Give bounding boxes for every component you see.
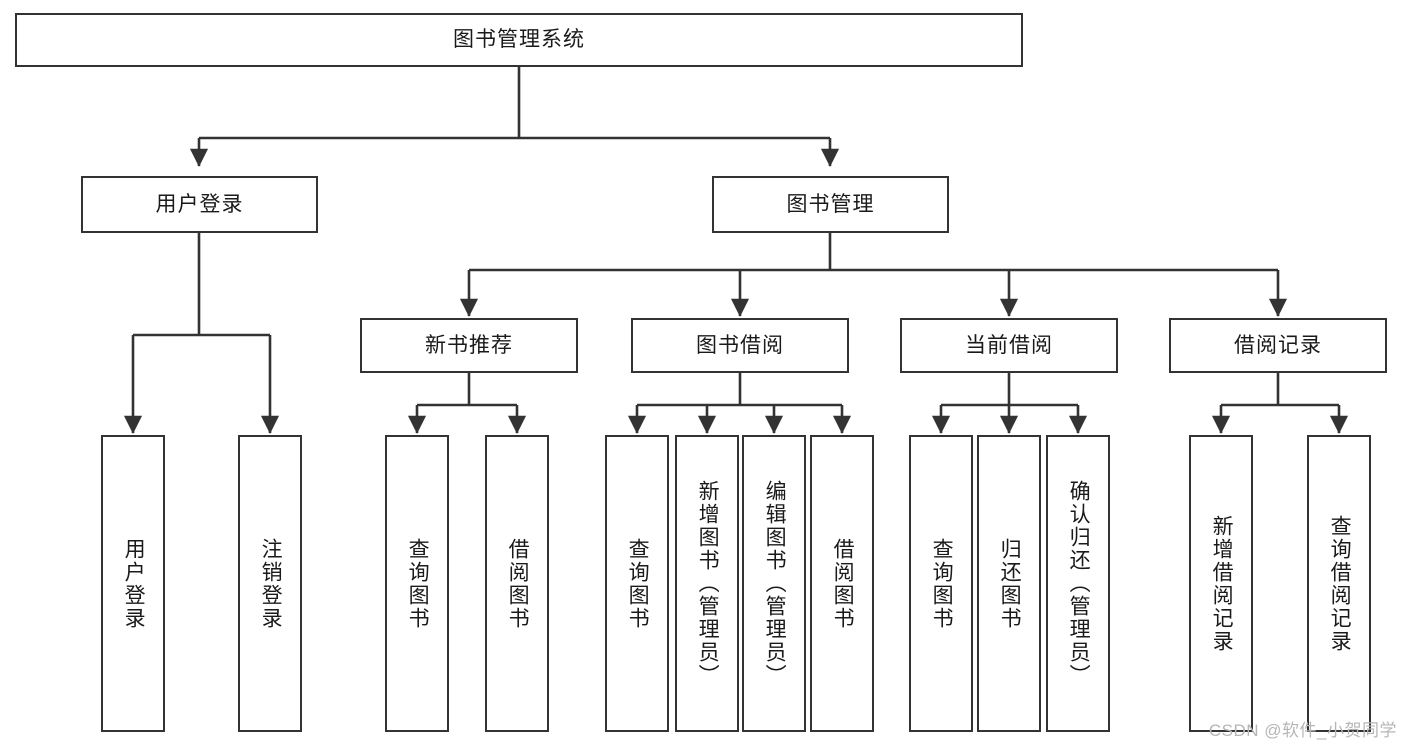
node-label: 用户登录 <box>122 537 146 630</box>
node-label: 图书管理系统 <box>453 28 585 52</box>
leaf-current-confirm-return-admin[interactable]: 确认归还（管理员） <box>1046 435 1110 732</box>
node-label: 注销登录 <box>259 537 283 630</box>
leaf-current-return-book[interactable]: 归还图书 <box>977 435 1041 732</box>
node-label: 查询图书 <box>406 537 430 630</box>
leaf-borrow-add-book-admin[interactable]: 新增图书（管理员） <box>675 435 739 732</box>
node-root-library-system[interactable]: 图书管理系统 <box>15 13 1023 67</box>
leaf-user-login-logout[interactable]: 注销登录 <box>238 435 302 732</box>
leaf-user-login-login[interactable]: 用户登录 <box>101 435 165 732</box>
node-book-management[interactable]: 图书管理 <box>712 176 949 233</box>
leaf-new-book-query-book[interactable]: 查询图书 <box>385 435 449 732</box>
node-label: 借阅图书 <box>506 537 530 630</box>
leaf-borrow-borrow-book[interactable]: 借阅图书 <box>810 435 874 732</box>
node-label: 查询图书 <box>626 537 650 630</box>
csdn-watermark: CSDN @软件_小贺同学 <box>1208 721 1397 740</box>
node-label: 借阅记录 <box>1234 333 1322 357</box>
node-label: 新增借阅记录 <box>1210 514 1234 653</box>
node-borrow-record[interactable]: 借阅记录 <box>1169 318 1387 373</box>
leaf-record-query-record[interactable]: 查询借阅记录 <box>1307 435 1371 732</box>
node-label: 用户登录 <box>155 192 244 216</box>
leaf-borrow-query-book[interactable]: 查询图书 <box>605 435 669 732</box>
node-label: 当前借阅 <box>965 333 1053 357</box>
node-label: 确认归还（管理员） <box>1067 480 1091 687</box>
node-label: 图书借阅 <box>696 333 784 357</box>
node-book-borrow[interactable]: 图书借阅 <box>631 318 849 373</box>
node-label: 新增图书（管理员） <box>696 480 720 687</box>
node-label: 借阅图书 <box>831 537 855 630</box>
leaf-borrow-edit-book-admin[interactable]: 编辑图书（管理员） <box>742 435 806 732</box>
leaf-current-query-book[interactable]: 查询图书 <box>909 435 973 732</box>
node-label: 新书推荐 <box>425 333 513 357</box>
node-new-book-recommend[interactable]: 新书推荐 <box>360 318 578 373</box>
node-label: 查询借阅记录 <box>1328 514 1352 653</box>
node-user-login[interactable]: 用户登录 <box>81 176 318 233</box>
node-label: 归还图书 <box>998 537 1022 630</box>
node-label: 图书管理 <box>786 192 875 216</box>
node-current-borrow[interactable]: 当前借阅 <box>900 318 1118 373</box>
leaf-record-add-record[interactable]: 新增借阅记录 <box>1189 435 1253 732</box>
leaf-new-book-borrow-book[interactable]: 借阅图书 <box>485 435 549 732</box>
node-label: 编辑图书（管理员） <box>763 480 787 687</box>
node-label: 查询图书 <box>930 537 954 630</box>
